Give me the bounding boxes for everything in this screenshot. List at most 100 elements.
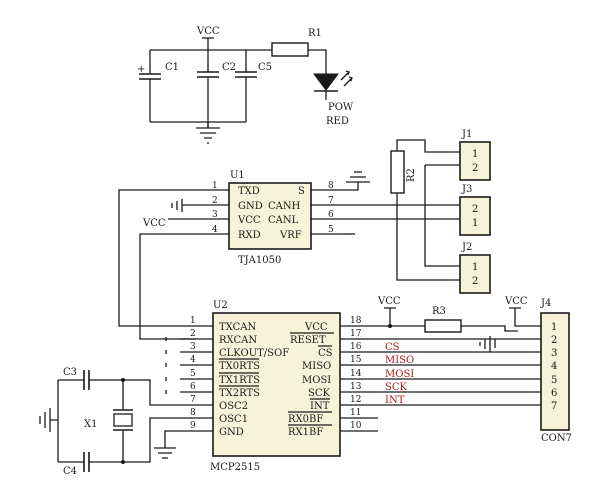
j2-pin-a: 1	[472, 262, 478, 273]
crystal-section: C3 C4 X1	[39, 367, 180, 477]
r3-label: R3	[432, 306, 446, 317]
u2-pin6-num: 6	[190, 382, 196, 392]
u2-pin3-num: 3	[190, 342, 196, 352]
led-triangle	[313, 73, 339, 91]
u2-pin9-num: 9	[190, 421, 196, 431]
u2-pin10-name: RX1BF	[288, 427, 323, 438]
u2-pin17-name: RESET	[290, 335, 326, 346]
j4-ref: J4	[540, 298, 551, 309]
j3-connector	[459, 196, 491, 236]
j3-pin-b: 1	[472, 218, 478, 229]
u1-pin6-num: 6	[328, 210, 334, 220]
u2-pin13-num: 13	[350, 382, 362, 392]
u2-pin7-name: OSC2	[219, 401, 248, 412]
j1-connector	[459, 141, 491, 181]
u2-pin14-num: 14	[350, 369, 362, 379]
u1-transceiver: U1 TJA1050 1 2 3 4 TXD GND VCC RXD 8 7 6…	[118, 170, 370, 340]
j2-ref: J2	[461, 242, 472, 253]
x1-crystal	[113, 413, 133, 427]
u2-pin1-num: 1	[190, 316, 196, 326]
u1-gnd-symbol	[171, 201, 178, 210]
u2-pin18-name: VCC	[304, 322, 328, 333]
u2-pin9-name: GND	[219, 427, 244, 438]
u2-pin5-num: 5	[190, 369, 196, 379]
u1-pin2-name: GND	[238, 201, 263, 212]
u2-pin6-name: TX2RTS	[219, 388, 260, 399]
u2-pin4-num: 4	[190, 355, 196, 365]
j1-pin-b: 2	[472, 163, 478, 174]
u1-pin6-name: CANL	[268, 215, 299, 226]
j1-pin-a: 1	[472, 149, 478, 160]
u2-pin8-name: OSC1	[219, 414, 248, 425]
u2-pin5-name: TX1RTS	[219, 375, 260, 386]
j4-pin4: 4	[551, 361, 557, 372]
u2-pin2-name: RXCAN	[219, 335, 257, 346]
c1-label: C1	[165, 62, 179, 73]
r1-resistor	[271, 42, 309, 57]
u1-pin5-name: VRF	[279, 230, 302, 241]
net-miso-label: MISO	[385, 355, 414, 366]
u2-vcc-label: VCC	[377, 296, 401, 307]
u1-pin1-num: 1	[212, 181, 218, 191]
u2-gnd-symbol	[154, 430, 180, 459]
u2-body	[212, 312, 341, 457]
u2-pin12-num: 12	[350, 395, 361, 405]
u1-pin4-name: RXD	[238, 230, 261, 241]
u2-pin1-name: TXCAN	[219, 322, 256, 333]
power-ground-symbol	[196, 127, 220, 144]
j1-ref: J1	[461, 129, 472, 140]
u1-part: TJA1050	[238, 255, 281, 266]
u2-pin10-num: 10	[350, 421, 362, 431]
u2-pin3-name: CLKOUT/SOF	[219, 348, 289, 359]
j4-header: J4 VCC CON7 1 2 3 4 5 6 7	[504, 296, 572, 444]
net-cs-label: CS	[385, 342, 400, 353]
u2-pin15-name: MISO	[302, 361, 331, 372]
u1-ref: U1	[230, 170, 245, 181]
u2-pin11-name: RX0BF	[288, 414, 323, 425]
crystal-gnd-symbol	[39, 408, 51, 432]
u2-pin8-num: 8	[190, 408, 196, 418]
u2-pin12-name: INT	[310, 401, 330, 412]
u1-pin7-num: 7	[328, 196, 334, 206]
led-red-label: RED	[326, 116, 349, 127]
j4-body	[540, 312, 570, 431]
u2-pin16-num: 16	[350, 342, 362, 352]
led-pow-label: POW	[328, 102, 354, 113]
u2-pin2-num: 2	[190, 329, 196, 339]
u2-pin7-num: 7	[190, 395, 196, 405]
u2-pin16-name: CS	[318, 348, 333, 359]
j4-pin5: 5	[551, 375, 557, 386]
r2-resistor	[390, 150, 405, 194]
net-sck-label: SCK	[385, 382, 408, 393]
u2-pin14-name: MOSI	[302, 375, 331, 386]
net-int-label: INT	[385, 395, 405, 406]
j4-vcc-label: VCC	[504, 296, 528, 307]
u2-ref: U2	[213, 300, 228, 311]
u1-s-ground-symbol	[346, 171, 370, 183]
c4-label: C4	[63, 466, 77, 477]
c1-plus-sign: +	[137, 64, 145, 75]
r2-label: R2	[406, 168, 417, 182]
j4-pin6: 6	[551, 388, 557, 399]
power-vcc-label: VCC	[196, 26, 220, 37]
j4-gnd-symbol	[479, 336, 496, 352]
j3-pin-a: 2	[472, 204, 478, 215]
u1-vcc-label: VCC	[142, 218, 166, 229]
u1-pin2-num: 2	[212, 196, 218, 206]
j3-ref: J3	[461, 184, 472, 195]
u1-pin3-num: 3	[212, 210, 218, 220]
u2-pin17-num: 17	[350, 329, 362, 339]
r1-label: R1	[308, 28, 322, 39]
j2-connector	[459, 254, 491, 294]
j2-pin-b: 2	[472, 276, 478, 287]
c2-label: C2	[222, 62, 236, 73]
net-mosi-label: MOSI	[385, 369, 414, 380]
u1-pin3-name: VCC	[237, 215, 261, 226]
u2-pin15-num: 15	[350, 355, 362, 365]
x1-label: X1	[84, 419, 97, 430]
u2-pin13-name: SCK	[308, 388, 331, 399]
u1-pin8-name: S	[298, 186, 305, 197]
j4-part: CON7	[541, 433, 572, 444]
u1-pin8-num: 8	[328, 181, 334, 191]
